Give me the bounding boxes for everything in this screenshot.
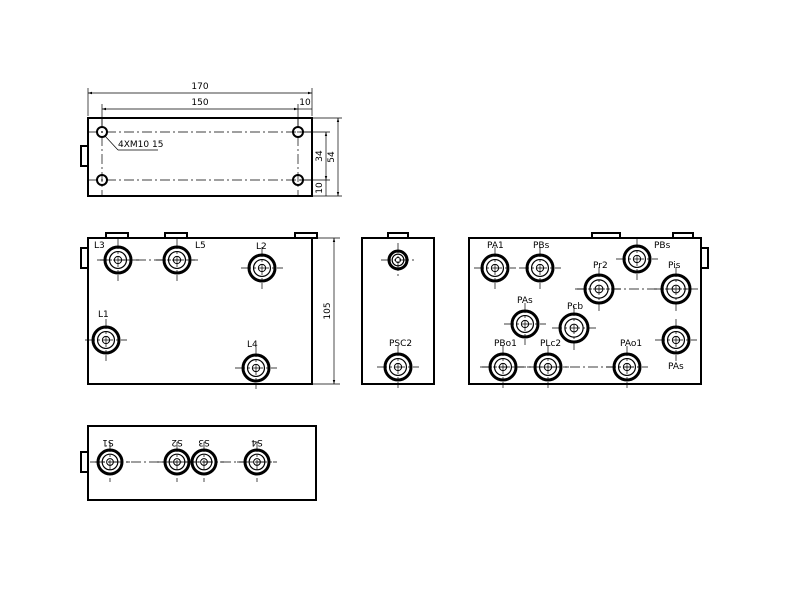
port: PBo1 bbox=[482, 339, 524, 388]
port: PLc2 bbox=[527, 339, 569, 388]
dim-170: 170 bbox=[191, 82, 208, 92]
port-label: L4 bbox=[247, 340, 258, 350]
port: PAo1 bbox=[606, 339, 648, 388]
port: Pr2 bbox=[577, 261, 621, 311]
top-view-boss bbox=[80, 145, 89, 167]
right-view-body bbox=[468, 237, 702, 385]
port: S4 bbox=[237, 437, 277, 482]
dim-10-top: 10 bbox=[299, 98, 311, 108]
port-label: PAs bbox=[517, 296, 533, 306]
port-label: PBs bbox=[654, 241, 671, 251]
port-label: S3 bbox=[198, 437, 209, 447]
port-label: PLc2 bbox=[540, 339, 561, 349]
port: L4 bbox=[235, 340, 277, 389]
dim-150: 150 bbox=[191, 98, 208, 108]
port: L5 bbox=[156, 239, 206, 281]
port-label: S2 bbox=[171, 437, 182, 447]
dim-34: 34 bbox=[315, 150, 325, 162]
dim-10-side: 10 bbox=[315, 182, 325, 194]
port-label: PSC2 bbox=[389, 339, 412, 349]
port-label: L2 bbox=[256, 242, 267, 252]
port: PA1 bbox=[474, 241, 516, 289]
side-view: PSC2 bbox=[361, 232, 435, 388]
port: S1 bbox=[90, 437, 130, 482]
port-label: PAo1 bbox=[620, 339, 642, 349]
mounting-hole bbox=[96, 174, 108, 186]
side-view-body bbox=[361, 237, 435, 385]
port: PAs bbox=[504, 296, 546, 345]
port: L3 bbox=[94, 239, 139, 281]
port-label: L5 bbox=[195, 241, 206, 251]
dim-54: 54 bbox=[327, 151, 337, 163]
port-label: PAs bbox=[668, 362, 684, 372]
port-label: Pr2 bbox=[593, 261, 608, 271]
port bbox=[381, 243, 415, 277]
port-label: PBs bbox=[533, 241, 550, 251]
thread-note: 4XM10 15 bbox=[118, 140, 163, 150]
port: PBs bbox=[519, 241, 561, 289]
port-label: PBo1 bbox=[494, 339, 517, 349]
port-label: L1 bbox=[98, 310, 109, 320]
port-label: Pis bbox=[668, 261, 681, 271]
port: PBs bbox=[616, 238, 671, 280]
port-label: PA1 bbox=[487, 241, 504, 251]
port: L1 bbox=[85, 310, 127, 361]
bottom-view: S1 S2 S3 S4 bbox=[80, 425, 317, 501]
port-label: Pcb bbox=[567, 302, 583, 312]
port: PSC2 bbox=[377, 339, 419, 388]
top-view-body bbox=[87, 117, 313, 197]
port: L2 bbox=[241, 242, 283, 289]
port: PAs bbox=[655, 319, 697, 372]
port: Pis bbox=[654, 261, 698, 311]
front-view-body bbox=[87, 237, 313, 385]
port-label: S1 bbox=[102, 437, 113, 447]
top-view: 170 150 10 34 10 54 4XM10 15 bbox=[80, 82, 342, 197]
port-label: S4 bbox=[251, 437, 263, 447]
port: Pcb bbox=[552, 302, 596, 350]
dim-105: 105 bbox=[323, 302, 333, 319]
port-label: L3 bbox=[94, 241, 105, 251]
port: S3 bbox=[184, 437, 224, 482]
